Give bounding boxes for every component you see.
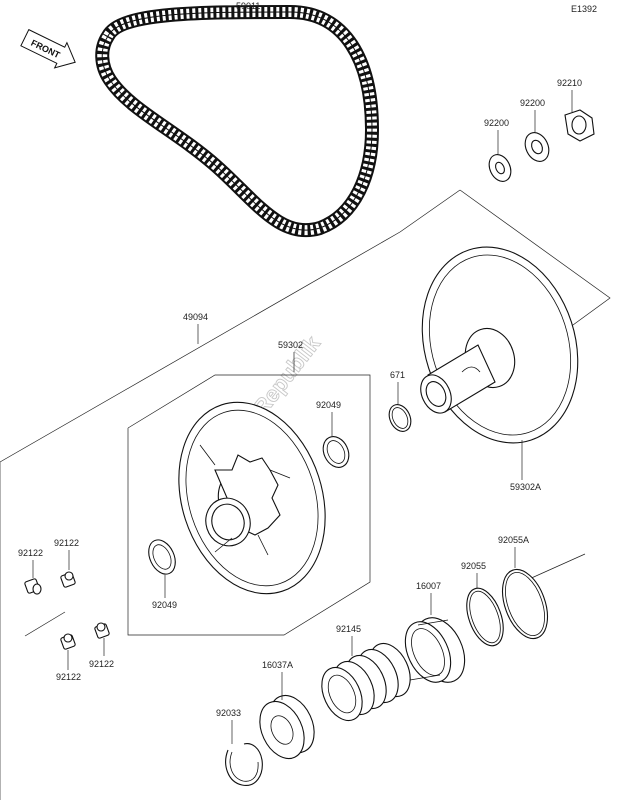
washer-92200-large[interactable]	[521, 129, 554, 165]
diagram-code: E1392	[571, 4, 597, 14]
label-59302: 59302	[278, 340, 303, 350]
ring-92055a[interactable]	[494, 563, 556, 644]
bushing-92122-3[interactable]	[60, 633, 76, 650]
movable-sheave-59302[interactable]	[155, 383, 349, 613]
bushing-92122-4[interactable]	[94, 622, 110, 639]
label-92122-4: 92122	[89, 659, 114, 669]
label-92049-top: 92049	[316, 400, 341, 410]
sheave-ring-92049-bottom[interactable]	[144, 536, 181, 579]
fixed-sheave-59302a[interactable]	[398, 227, 602, 464]
assembly-outline-top	[0, 231, 401, 463]
bushing-group-line	[24, 611, 66, 637]
drive-belt[interactable]	[95, 4, 380, 237]
label-92122-1: 92122	[18, 548, 43, 558]
bushing-92122-2[interactable]	[60, 571, 76, 588]
label-92033: 92033	[216, 708, 241, 718]
label-59302a: 59302A	[510, 482, 541, 492]
sheave-ring-92049-top[interactable]	[318, 432, 353, 471]
spring-92145[interactable]	[314, 637, 418, 727]
label-671: 671	[390, 370, 405, 380]
label-92122-3: 92122	[56, 672, 81, 682]
label-59011: 59011	[236, 1, 260, 11]
cam-16007[interactable]	[396, 610, 474, 690]
retainer-16037a[interactable]	[251, 688, 323, 765]
assembly-outline-link	[399, 189, 461, 233]
bushing-92122-1[interactable]	[24, 578, 42, 595]
label-92200-a: 92200	[484, 118, 509, 128]
ring-92055[interactable]	[460, 583, 511, 650]
nut-92210[interactable]	[564, 109, 595, 142]
label-49094: 49094	[183, 312, 208, 322]
ring-group-line	[526, 553, 586, 581]
washer-92200-small[interactable]	[485, 151, 515, 185]
label-92122-2: 92122	[54, 538, 79, 548]
label-92200-b: 92200	[520, 98, 545, 108]
circlip-92033[interactable]	[225, 743, 263, 786]
o-ring-671[interactable]	[385, 401, 415, 435]
label-16007: 16007	[416, 581, 441, 591]
label-92049-bottom: 92049	[152, 600, 177, 610]
label-92055: 92055	[461, 561, 486, 571]
label-92055a: 92055A	[498, 535, 529, 545]
label-92210: 92210	[557, 78, 582, 88]
sheave-subbox	[127, 374, 371, 636]
front-arrow-icon: FRONT	[20, 28, 76, 69]
label-92145: 92145	[336, 624, 361, 634]
label-16037a: 16037A	[262, 660, 293, 670]
